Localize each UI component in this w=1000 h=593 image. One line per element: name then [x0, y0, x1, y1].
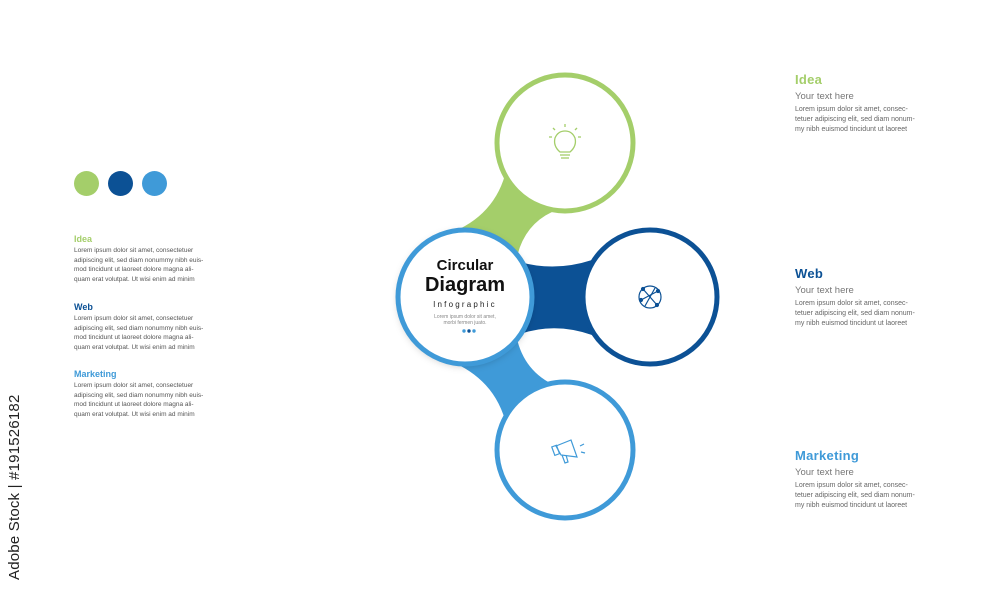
- megaphone-icon: [550, 439, 586, 464]
- left-block-idea: Idea Lorem ipsum dolor sit amet, consect…: [74, 234, 219, 284]
- text-line: adipiscing elit, sed diam nonummy nibh e…: [74, 324, 204, 332]
- stock-watermark: Adobe Stock | #191526182: [6, 394, 23, 580]
- node-idea: [494, 72, 636, 214]
- text-line: Lorem ipsum dolor sit amet, consec-: [795, 300, 908, 307]
- left-title-idea: Idea: [74, 234, 93, 244]
- text-line: adipiscing elit, sed diam nonummy nibh e…: [74, 391, 204, 399]
- center-node: [395, 227, 535, 367]
- lightbulb-icon: [549, 124, 581, 159]
- right-block-web: Web Your text here Lorem ipsum dolor sit…: [795, 266, 945, 329]
- right-block-marketing: Marketing Your text here Lorem ipsum dol…: [795, 448, 945, 511]
- left-block-web: Web Lorem ipsum dolor sit amet, consecte…: [74, 302, 219, 352]
- text-line: quam erat volutpat. Ut wisi enim ad mini…: [74, 343, 195, 351]
- text-line: Lorem ipsum dolor sit amet, consec-: [795, 106, 908, 113]
- center-title-line1: Circular: [436, 257, 494, 274]
- right-title-web: Web: [795, 266, 824, 281]
- text-line: Lorem ipsum dolor sit amet, consectetuer: [74, 247, 194, 254]
- text-line: mod tincidunt ut laoreet dolore magna al…: [74, 401, 194, 408]
- text-line: Lorem ipsum dolor sit amet, consec-: [795, 482, 908, 489]
- right-body-idea: Lorem ipsum dolor sit amet, consec- tetu…: [795, 105, 945, 135]
- left-body-marketing: Lorem ipsum dolor sit amet, consectetuer…: [74, 381, 219, 419]
- right-title-marketing: Marketing: [795, 448, 860, 463]
- center-caption-line2: morbi fermen juato.: [443, 320, 487, 326]
- right-block-idea: Idea Your text here Lorem ipsum dolor si…: [795, 72, 945, 135]
- right-title-idea: Idea: [795, 72, 823, 87]
- center-subtitle: Infographic: [433, 300, 497, 309]
- globe-network-icon: [638, 285, 662, 309]
- text-line: quam erat volutpat. Ut wisi enim ad mini…: [74, 410, 195, 418]
- text-line: tetuer adipiscing elit, sed diam nonum-: [795, 310, 915, 317]
- center-title-line2: Diagram: [424, 274, 506, 296]
- left-body-idea: Lorem ipsum dolor sit amet, consectetuer…: [74, 246, 219, 284]
- text-line: Lorem ipsum dolor sit amet, consectetuer: [74, 315, 194, 322]
- center-caption-line1: Lorem ipsum dolor sit amet,: [434, 314, 496, 320]
- text-line: quam erat volutpat. Ut wisi enim ad mini…: [74, 275, 195, 283]
- text-line: mod tincidunt ut laoreet dolore magna al…: [74, 266, 194, 273]
- palette-swatch-dark-blue: [108, 171, 133, 196]
- text-line: tetuer adipiscing elit, sed diam nonum-: [795, 492, 915, 499]
- node-marketing: [494, 379, 636, 521]
- node-web: [580, 227, 720, 367]
- text-line: my nibh euismod tincidunt ut laoreet: [795, 126, 908, 133]
- right-subtitle-marketing: Your text here: [795, 467, 854, 478]
- connector-web: [520, 260, 592, 335]
- left-title-web: Web: [74, 302, 93, 312]
- dot-dark-blue: [467, 329, 471, 333]
- text-line: mod tincidunt ut laoreet dolore magna al…: [74, 334, 194, 341]
- right-body-marketing: Lorem ipsum dolor sit amet, consec- tetu…: [795, 481, 945, 511]
- palette-swatch-green: [74, 171, 99, 196]
- text-line: Lorem ipsum dolor sit amet, consectetuer: [74, 382, 194, 389]
- text-line: my nibh euismod tincidunt ut laoreet: [795, 320, 908, 327]
- text-line: tetuer adipiscing elit, sed diam nonum-: [795, 116, 915, 123]
- left-title-marketing: Marketing: [74, 369, 117, 379]
- text-line: my nibh euismod tincidunt ut laoreet: [795, 502, 908, 509]
- right-body-web: Lorem ipsum dolor sit amet, consec- tetu…: [795, 299, 945, 329]
- palette-swatch-light-blue: [142, 171, 167, 196]
- left-body-web: Lorem ipsum dolor sit amet, consectetuer…: [74, 314, 219, 352]
- left-block-marketing: Marketing Lorem ipsum dolor sit amet, co…: [74, 369, 219, 419]
- text-line: adipiscing elit, sed diam nonummy nibh e…: [74, 256, 204, 264]
- right-subtitle-idea: Your text here: [795, 91, 854, 102]
- dot-light-blue: [472, 329, 476, 333]
- dot-light-blue: [462, 329, 466, 333]
- right-subtitle-web: Your text here: [795, 285, 854, 296]
